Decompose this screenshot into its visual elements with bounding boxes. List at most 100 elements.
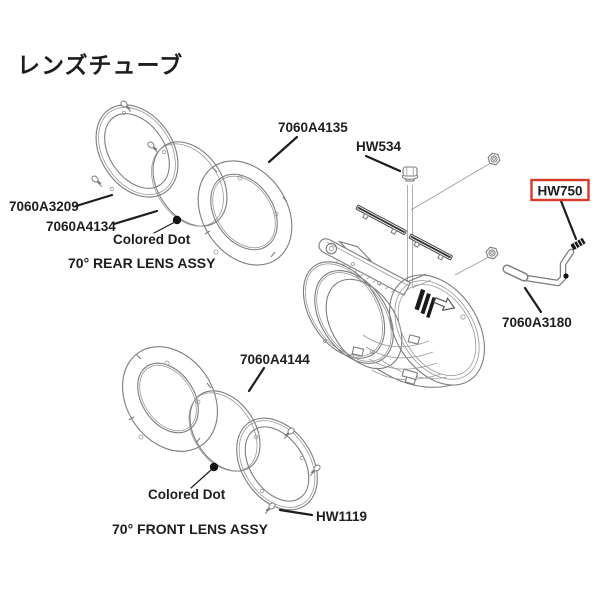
rear-ring-screw-icon [89,173,104,188]
plate-hole [213,249,219,255]
hw750-highlight-box [530,178,590,202]
channel-face-line [326,241,410,287]
plate-hole [138,434,144,440]
leader-line [364,154,402,173]
barrel-front-rings [302,261,403,370]
ring-screw-hole [299,455,305,461]
leader-line [112,209,159,226]
barrel-back-rim [389,274,485,386]
mounting-rail [355,204,407,235]
rail-foot [390,227,398,235]
rear-lens-assembly: 7060A3209 7060A4134 Colored Dot 70° REAR… [9,98,348,271]
direction-arrow-icon [433,296,456,312]
plate-hole-inner-line [139,364,197,432]
plate-notch [135,353,142,360]
rear-retaining-ring [95,104,179,198]
part-label-HW1119: HW1119 [316,509,367,524]
plate-hole [273,211,279,217]
rail-foot [413,240,421,248]
front-retaining-ring [236,417,318,511]
part-label-HW534: HW534 [356,139,402,154]
rail-foot [362,212,369,220]
front-ring-screw-icon [264,500,278,515]
plate-hole-inner-line [212,175,276,249]
part-label-7060A3180: 7060A3180 [502,315,572,330]
plate-hole [195,399,201,405]
ring-outer-edge [236,417,318,511]
plate-notch [206,382,212,389]
leader-line [267,135,299,164]
ring-screw-hole [161,149,167,155]
plate-notch [270,251,276,258]
hw750-callout: HW750 [530,178,590,250]
plate-hole [164,360,170,366]
projection-line [454,257,488,276]
part-label-HW750: HW750 [537,184,582,199]
leader-line [74,193,114,208]
part-label-7060A4135: 7060A4135 [278,120,348,135]
plate-outer-edge [197,160,293,266]
label-front-assembly: 70° FRONT LENS ASSY [112,521,269,537]
front-ring-screw-icon [309,462,323,477]
plate-notch [211,166,218,173]
ring-screw-hole [259,488,265,494]
rear-ring-screw-icon [145,139,160,154]
flange-dot [376,280,381,285]
ring-inner-edge [244,426,310,502]
ring-screw-hole [121,110,127,116]
rib-tab [407,334,421,345]
hex-nut-icon [486,152,502,166]
hex-bolt-hw534 [401,166,419,182]
leader-line [559,199,578,241]
plate-hole-edge [210,173,278,251]
ring-outer-inner-line [238,420,316,508]
set-screw-hw750 [570,238,586,250]
ring-outer-inner-line [98,106,176,196]
handle-pivot-dot [563,273,569,279]
ring-inner-edge [104,113,170,189]
page-title: レンズチューブ [17,52,183,79]
ring-screw-hole [109,186,115,192]
projection-line [410,163,490,211]
lens-tube-body: HW534 [302,139,502,388]
ring-screw-hole [253,434,259,440]
channel-body [318,238,412,296]
handle-grip [503,265,528,281]
part-label-7060A3209: 7060A3209 [9,199,79,214]
bottom-latch [404,376,417,385]
front-lens-assembly: 7060A4144 Colored Dot 70° FRONT LENS ASS… [112,346,367,537]
focus-handle-group: 7060A3180 [502,248,575,330]
label-rear-colored-dot: Colored Dot [113,232,191,247]
channel-pivot-hole-inner [328,245,335,252]
plate-outer-edge [122,346,218,452]
front-colored-dot [209,462,219,472]
plate-hole [237,175,243,181]
leader-line [153,221,176,234]
flange-dot [349,353,354,358]
lens-edge [189,390,261,472]
lens-thickness-line [188,392,258,472]
plate-notch [282,196,288,203]
leader-line [190,469,212,489]
plate-notch [128,416,135,421]
top-mounting-channel [318,238,412,296]
rib-tab [351,346,365,357]
plate-notch [204,230,211,235]
leader-line [278,508,314,517]
rail-foot [437,253,445,261]
slot-marks [414,289,436,319]
barrel-ribs [351,273,453,388]
rear-ring-screw-icon [118,98,133,113]
part-label-7060A4144: 7060A4144 [240,352,310,367]
leader-line [247,366,266,393]
flange-dot [350,261,355,266]
front-ring-screw-icon [283,425,297,440]
rear-mounting-plate [197,160,293,266]
plate-hole-edge [137,362,199,434]
front-lens [188,390,261,472]
front-mounting-plate [122,346,218,452]
label-front-colored-dot: Colored Dot [148,487,226,502]
hex-nut-icon [484,246,500,260]
